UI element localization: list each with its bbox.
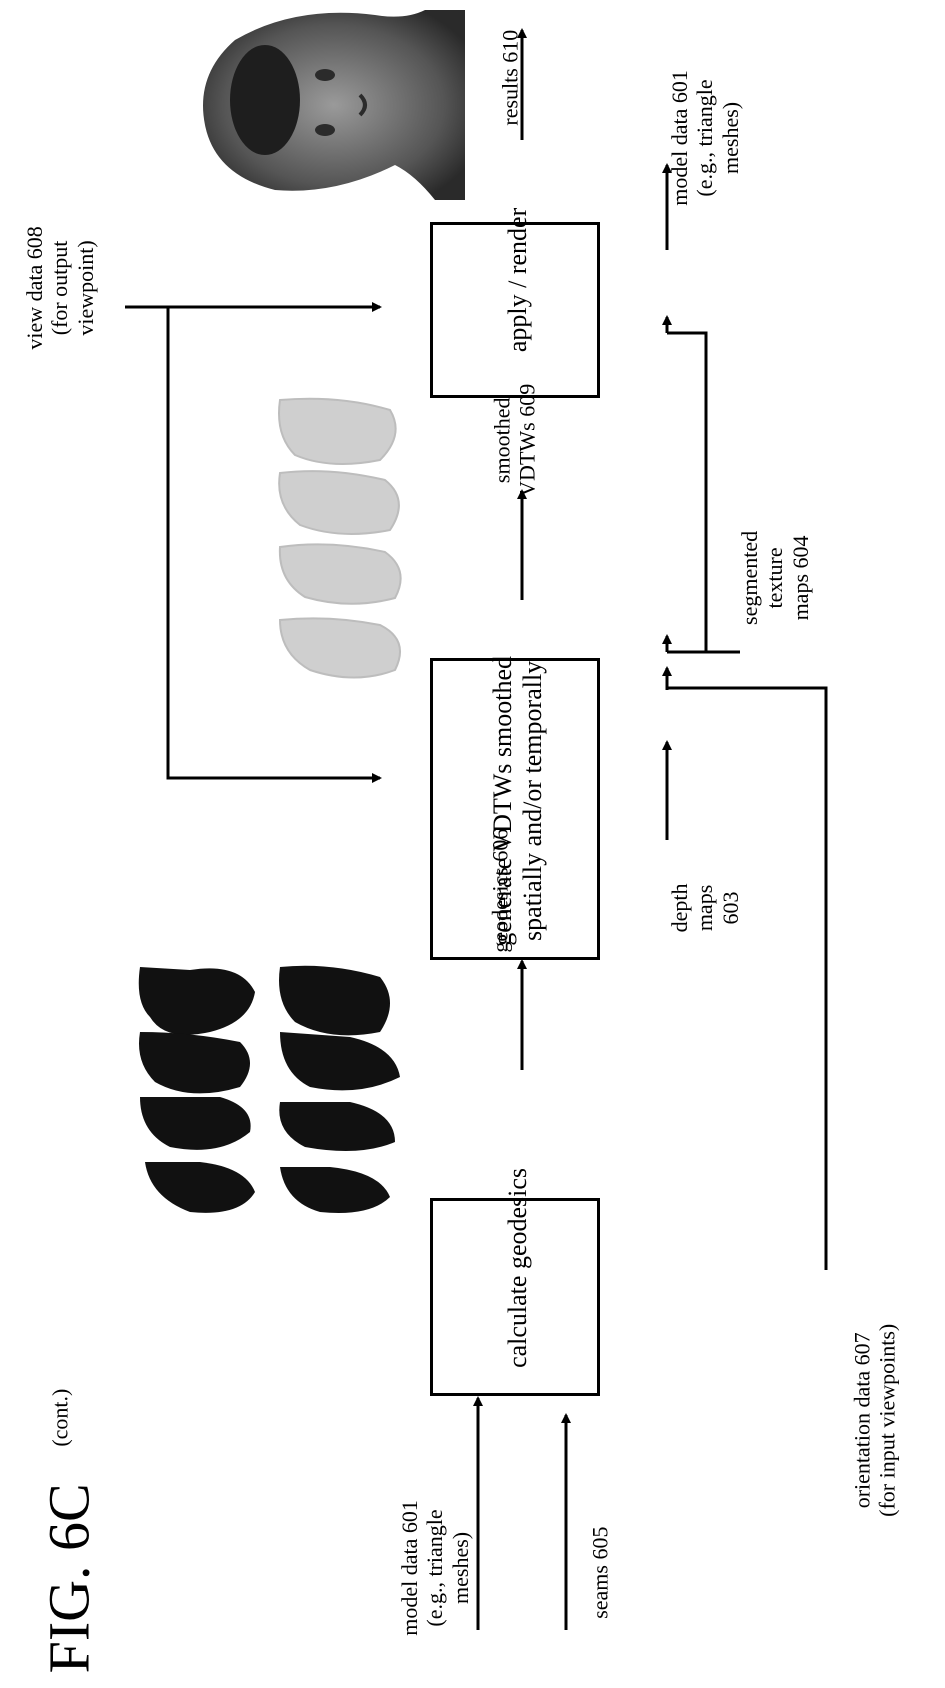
results-label: results 610 bbox=[497, 8, 522, 148]
seams-label: seams 605 bbox=[587, 1513, 612, 1633]
figure-cont: (cont.) bbox=[47, 1378, 72, 1458]
geodesics-label: geodesics 606 bbox=[487, 811, 512, 971]
smoothed-vdtw-thumbnails bbox=[270, 395, 415, 695]
segmented-arrow bbox=[667, 333, 706, 652]
rendered-face-result bbox=[195, 5, 470, 205]
generate-vdtws-box: generate VDTWs smoothed spatially and/or… bbox=[430, 658, 600, 960]
figure-title: FIG. 6C bbox=[37, 1468, 104, 1688]
geodesic-map-thumbnails bbox=[130, 962, 410, 1232]
orientation-data-label: orientation data 607(for input viewpoint… bbox=[850, 1285, 901, 1555]
calculate-geodesics-box: calculate geodesics bbox=[430, 1198, 600, 1396]
apply-box-label: apply / render bbox=[503, 190, 533, 370]
calculate-box-label: calculate geodesics bbox=[503, 1168, 533, 1368]
